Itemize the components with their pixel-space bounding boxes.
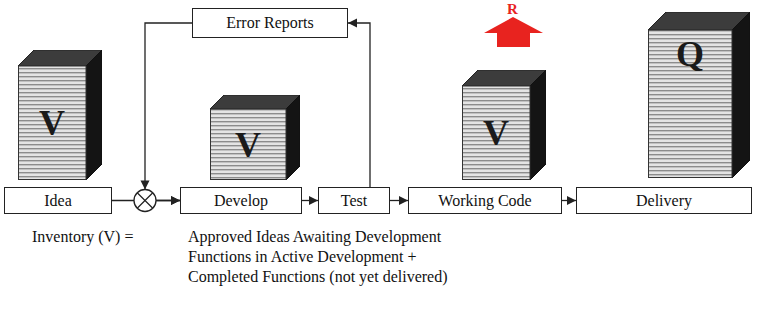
cube-letter: Q bbox=[676, 36, 704, 72]
summing-junction bbox=[134, 181, 156, 212]
arrow-head bbox=[309, 196, 318, 205]
cube-front bbox=[19, 66, 87, 180]
legend-heading: Inventory (V) = bbox=[32, 228, 133, 246]
annotation-text: Functions in Active Development + bbox=[188, 248, 417, 266]
flow-arrow bbox=[390, 196, 408, 205]
cube-face: V bbox=[18, 101, 86, 145]
cube-face: V bbox=[462, 111, 530, 155]
cube-front bbox=[649, 30, 733, 178]
cube-top bbox=[210, 95, 300, 109]
rate-label: R bbox=[507, 1, 518, 18]
box-label: Error Reports bbox=[226, 15, 314, 31]
box-label: Delivery bbox=[636, 193, 692, 209]
box-label: Idea bbox=[44, 193, 72, 209]
cube-front bbox=[463, 86, 531, 180]
cube-side bbox=[530, 70, 546, 180]
red-arrow bbox=[484, 17, 543, 47]
arrow-head bbox=[171, 196, 180, 205]
junction-circle bbox=[134, 190, 156, 212]
flow-arrow bbox=[145, 23, 192, 205]
arrow-head bbox=[171, 196, 180, 205]
process-box: Working Code bbox=[408, 187, 562, 214]
inventory-cube: V bbox=[18, 50, 102, 180]
arrow-head bbox=[141, 181, 150, 190]
arrow-head bbox=[399, 196, 408, 205]
arrow-head bbox=[567, 196, 576, 205]
process-box: Delivery bbox=[576, 187, 752, 214]
process-box: Test bbox=[318, 187, 390, 214]
cube-letter: V bbox=[483, 115, 509, 151]
process-box: Error Reports bbox=[192, 8, 348, 38]
inventory-cube: Q bbox=[648, 12, 750, 178]
flow-line bbox=[348, 23, 370, 187]
process-box: Develop bbox=[180, 187, 302, 214]
cube-letter: V bbox=[39, 105, 65, 141]
box-label: Test bbox=[341, 193, 367, 209]
flow-arrow bbox=[348, 19, 370, 188]
flow-line bbox=[145, 23, 192, 201]
arrow-head bbox=[348, 19, 357, 28]
cube-side bbox=[86, 50, 102, 180]
box-label: Working Code bbox=[438, 193, 531, 209]
inventory-cube: V bbox=[462, 70, 546, 180]
flow-arrow bbox=[562, 196, 576, 205]
cube-face: Q bbox=[648, 32, 732, 76]
cube-letter: V bbox=[235, 127, 261, 163]
cube-side bbox=[286, 95, 300, 180]
junction-cross bbox=[137, 193, 153, 209]
process-box: Idea bbox=[4, 187, 112, 214]
cube-face: V bbox=[210, 123, 286, 167]
box-label: Develop bbox=[214, 193, 268, 209]
cube-front bbox=[211, 109, 287, 180]
flow-arrow bbox=[302, 196, 318, 205]
annotation-text: Approved Ideas Awaiting Development bbox=[188, 228, 441, 246]
inventory-cube: V bbox=[210, 95, 300, 180]
annotation-text: Completed Functions (not yet delivered) bbox=[188, 268, 448, 286]
cube-side bbox=[732, 12, 750, 178]
